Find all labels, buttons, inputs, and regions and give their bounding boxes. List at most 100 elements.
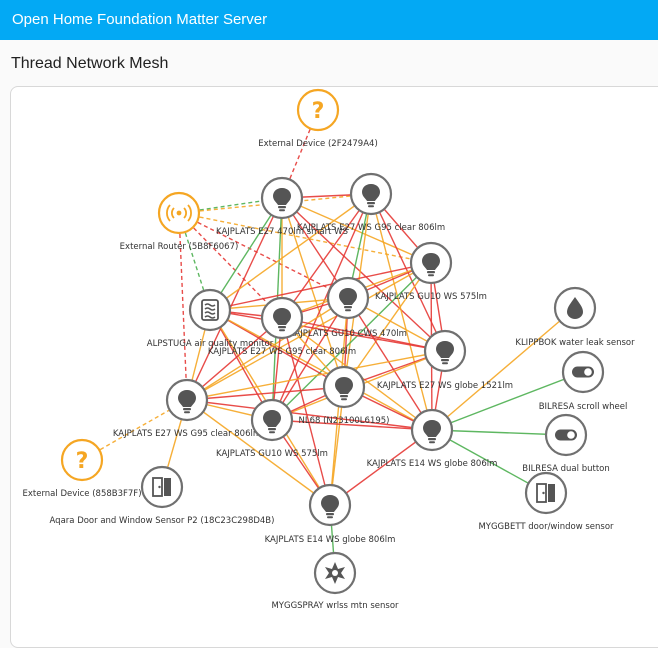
node-label: KAJPLATS E27 WS G95 clear 806lm [113, 429, 261, 439]
mesh-link-n-gu10-1-n-gu10-2 [271, 262, 432, 421]
mesh-link-n-e14-globe-n-bilresa-dual [431, 429, 567, 436]
lightbulb-icon [422, 253, 440, 277]
mesh-link-n-gu10-cws-n-e14-globe [347, 297, 433, 431]
mesh-link-n-bulb-2-n-alpstuga [209, 193, 372, 311]
mesh-link-ext-router-n-gu10-1 [178, 212, 432, 264]
mesh-link-n-bulb-1-n-nl68 [281, 197, 345, 388]
mesh-node-n-gu10-cws[interactable] [326, 276, 370, 320]
water-drop-icon [567, 297, 583, 319]
mesh-node-n-e14-globe[interactable] [410, 408, 454, 452]
mesh-node-n-aqara[interactable] [140, 465, 184, 509]
lightbulb-icon [273, 308, 291, 332]
node-label: KAJPLATS E14 WS globe 806lm [265, 535, 396, 545]
lightbulb-icon [263, 410, 281, 434]
mesh-link-n-gu10-1-n-alpstuga [209, 262, 432, 311]
mesh-link-n-e14-globe-n-bilresa-scroll [431, 371, 584, 431]
node-label: MYGGBETT door/window sensor [478, 522, 614, 532]
mesh-link-n-bulb-3-n-globe-1521 [281, 317, 446, 352]
mesh-node-ext-router[interactable] [157, 191, 201, 235]
mesh-node-n-nl68[interactable] [322, 365, 366, 409]
node-label: KAJPLATS E27 WS globe 1521lm [377, 381, 513, 391]
mesh-link-n-alpstuga-n-e14-globe [209, 309, 433, 431]
mesh-link-ext-router-n-bulb-4 [178, 212, 188, 401]
mesh-graph[interactable]: ?External Device (2F2479A4)External Rout… [0, 0, 658, 622]
lightbulb-icon [321, 495, 339, 519]
question-icon: ? [76, 449, 89, 474]
node-label: KAJPLATS GU10 WS 575lm [375, 292, 487, 302]
node-circle [188, 288, 232, 332]
node-label: MYGGSPRAY wrlss mtn sensor [271, 601, 399, 611]
node-circle [296, 88, 340, 132]
mesh-node-ext-858b3f7f[interactable]: ? [60, 438, 104, 482]
node-circle [60, 438, 104, 482]
mesh-link-n-globe-1521-n-bulb-4 [186, 350, 446, 401]
mesh-link-n-bulb-1-n-alpstuga [209, 197, 283, 311]
page-title: Thread Network Mesh [11, 55, 169, 72]
mesh-node-n-bulb-2[interactable] [349, 172, 393, 216]
question-icon: ? [312, 99, 325, 124]
mesh-node-n-bulb-4[interactable] [165, 378, 209, 422]
mesh-link-n-e14-globe-n-myggbett [431, 429, 547, 494]
mesh-node-n-bilresa-scroll[interactable] [561, 350, 605, 394]
mesh-node-n-bulb-1[interactable] [260, 176, 304, 220]
router-icon [166, 204, 192, 222]
mesh-link-n-bulb-3-n-e14-globe-2 [281, 317, 331, 506]
node-label: KAJPLATS GU10 WS 575lm [216, 449, 328, 459]
node-label: BILRESA scroll wheel [539, 402, 628, 412]
mesh-node-n-alpstuga[interactable] [188, 288, 232, 332]
motion-sensor-icon [325, 562, 345, 584]
svg-text:?: ? [76, 449, 89, 474]
mesh-link-ext-router-n-gu10-cws [178, 212, 349, 299]
node-label: KAJPLATS E27 WS G95 clear 806lm [297, 223, 445, 233]
app-header: Open Home Foundation Matter Server [0, 0, 658, 40]
mesh-link-n-e14-globe-n-klippbok [431, 307, 576, 431]
node-label: BILRESA dual button [522, 464, 610, 474]
toggle-icon [572, 366, 594, 378]
mesh-node-ext-2f2479a4[interactable]: ? [296, 88, 340, 132]
lightbulb-icon [436, 341, 454, 365]
mesh-node-n-globe-1521[interactable] [423, 329, 467, 373]
mesh-link-n-bulb-1-n-bulb-4 [186, 197, 283, 401]
mesh-node-n-klippbok[interactable] [553, 286, 597, 330]
mesh-link-n-gu10-2-n-e14-globe [271, 419, 433, 431]
mesh-link-n-bulb-1-n-globe-1521 [281, 197, 446, 352]
mesh-node-n-myggspray[interactable] [313, 551, 357, 595]
mesh-link-n-bulb-4-n-e14-globe [186, 399, 433, 431]
node-label: KLIPPBOK water leak sensor [515, 338, 635, 348]
lightbulb-icon [178, 390, 196, 414]
mesh-link-ext-router-n-bulb-3 [178, 212, 283, 319]
mesh-node-n-e14-globe-2[interactable] [308, 483, 352, 527]
mesh-node-n-gu10-2[interactable] [250, 398, 294, 442]
mesh-link-n-bulb-2-n-gu10-2 [271, 193, 372, 421]
mesh-link-n-gu10-1-n-nl68 [343, 262, 432, 388]
mesh-link-n-gu10-1-n-bulb-4 [186, 262, 432, 401]
mesh-link-n-nl68-n-bulb-4 [186, 386, 345, 401]
node-label: ALPSTUGA air quality monitor [147, 339, 274, 349]
svg-text:?: ? [312, 99, 325, 124]
node-label: KAJPLATS E14 WS globe 806lm [367, 459, 498, 469]
air-filter-icon [201, 299, 219, 321]
toggle-icon [555, 429, 577, 441]
node-label: KAJPLATS E27 470lm smart WS [216, 227, 348, 237]
mesh-link-n-bulb-1-n-gu10-1 [281, 197, 432, 264]
node-label: NL68 (N23100L6195) [298, 416, 389, 426]
mesh-link-n-e14-globe-n-e14-globe-2 [329, 429, 433, 506]
lightbulb-icon [335, 377, 353, 401]
node-label: KAJPLATS GU10 CWS 470lm [289, 329, 407, 339]
mesh-link-n-gu10-cws-n-gu10-2 [271, 297, 349, 421]
node-label: External Device (858B3F7F) [22, 489, 141, 499]
mesh-node-n-bulb-3[interactable] [260, 296, 304, 340]
mesh-nodes: ?External Device (2F2479A4)External Rout… [22, 88, 635, 611]
app-title: Open Home Foundation Matter Server [12, 11, 268, 28]
node-label: KAJPLATS E27 WS G95 clear 806lm [208, 347, 356, 357]
lightbulb-icon [362, 184, 380, 208]
mesh-link-n-bulb-2-n-e14-globe [370, 193, 433, 431]
mesh-link-n-gu10-cws-n-bulb-4 [186, 297, 349, 401]
door-sensor-icon [152, 477, 171, 497]
mesh-node-n-gu10-1[interactable] [409, 241, 453, 285]
lightbulb-icon [273, 188, 291, 212]
mesh-node-n-myggbett[interactable] [524, 471, 568, 515]
lightbulb-icon [423, 420, 441, 444]
mesh-node-n-bilresa-dual[interactable] [544, 413, 588, 457]
mesh-link-n-bulb-2-n-bulb-3 [281, 193, 372, 319]
